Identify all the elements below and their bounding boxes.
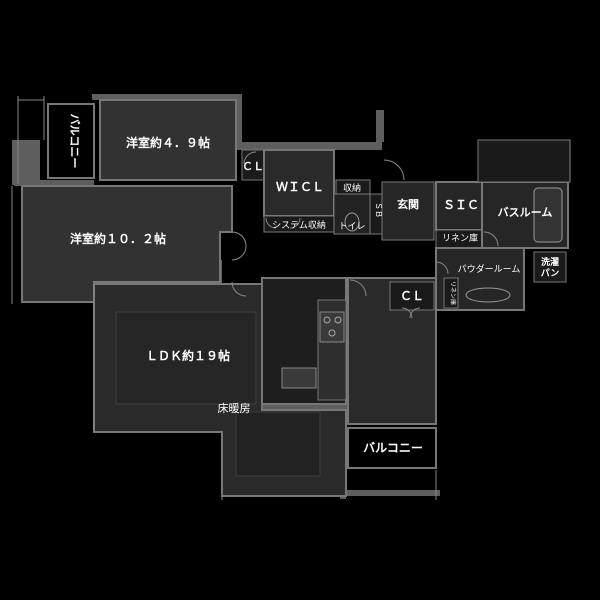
label-wicl: ＷＩＣＬ: [276, 180, 324, 194]
label-storage: 収納: [343, 182, 361, 194]
sic-area: [435, 181, 483, 231]
powder-sink: [465, 287, 511, 303]
upper-hall: [477, 139, 571, 183]
floor-heating-zone: [235, 411, 321, 477]
label-washer-line1: 洗濯: [541, 256, 559, 268]
western-room-large: [21, 185, 233, 303]
ldk-inner: [115, 311, 257, 405]
label-cl-right: ＣＬ: [400, 289, 424, 303]
label-western-room-large: 洋室約１０．２帖: [70, 231, 166, 246]
railings: [11, 96, 571, 500]
entrance-area: [381, 181, 435, 241]
label-sb: ＳＢ: [374, 202, 383, 218]
label-balcony-left: バルコニー: [68, 114, 81, 169]
label-powder-room: パウダールーム: [458, 263, 521, 275]
label-toilet: トイレ: [338, 222, 365, 232]
door-swings: [231, 151, 499, 319]
label-bathroom: バスルーム: [498, 206, 553, 219]
label-western-room-small: 洋室約４．９帖: [126, 135, 210, 150]
balcony-bottom-area: [347, 427, 437, 469]
sink: [281, 367, 317, 389]
label-floor-heating: 床暖房: [218, 401, 251, 415]
label-sic: ＳＩＣ: [443, 198, 479, 212]
western-room-small: [99, 99, 237, 181]
toilet-fixture: [344, 212, 360, 232]
linen-small-area: [443, 277, 459, 309]
label-linen-small: リネン庫: [449, 281, 457, 305]
cl-right-area: [389, 281, 435, 311]
label-system-storage: システム収納: [272, 219, 326, 231]
label-linen: リネン庫: [442, 232, 478, 244]
room-fills: [21, 99, 571, 497]
balcony-left-area: [47, 103, 95, 179]
label-ldk: ＬＤＫ約１９帖: [146, 348, 230, 363]
label-washer-line2: パン: [541, 267, 559, 279]
label-entrance: 玄関: [397, 197, 419, 211]
label-balcony-bottom: バルコニー: [363, 441, 423, 455]
washer-area: [533, 251, 567, 283]
label-cl-left: ＣＬ: [242, 160, 264, 173]
toilet-area: [333, 193, 371, 235]
stove: [319, 311, 345, 343]
bathtub: [533, 187, 563, 243]
